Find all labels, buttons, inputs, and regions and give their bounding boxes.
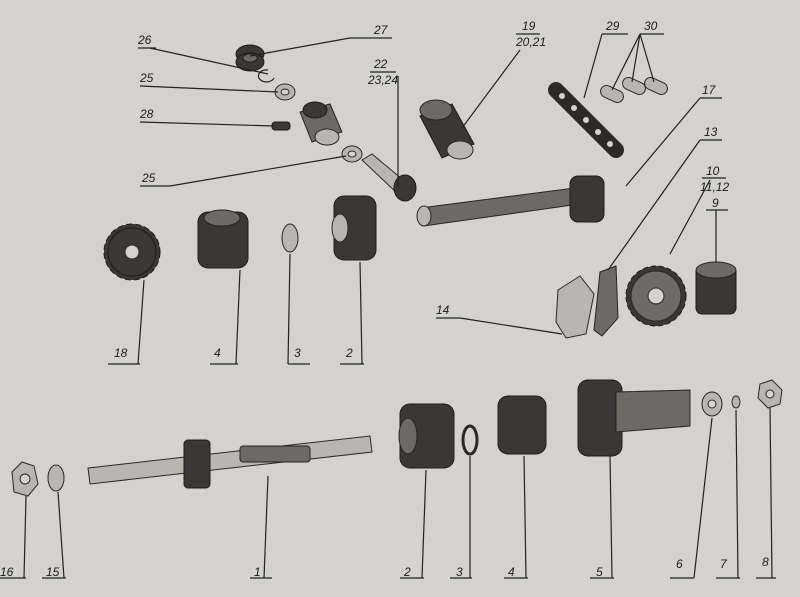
part-16-nut	[11, 461, 39, 497]
callout-16: 16	[0, 565, 14, 579]
part-10-sprocket	[625, 265, 687, 327]
part-1-mainshaft	[87, 435, 373, 489]
part-5-gear-shaft	[577, 379, 691, 457]
callout-10-sub: 11,12	[700, 180, 729, 194]
callout-4-upper: 4	[214, 346, 221, 360]
callout-13: 13	[704, 125, 718, 139]
callout-22-sub: 23,24	[367, 73, 398, 87]
callout-25-top: 25	[139, 71, 154, 85]
callout-4-lower: 4	[508, 565, 515, 579]
part-8-nut	[757, 379, 783, 409]
callout-19: 19	[522, 19, 536, 33]
part-2-gear-upper	[331, 195, 377, 261]
part-7-washer	[731, 395, 741, 409]
part-3-ring-lower	[461, 424, 479, 456]
callout-29: 29	[605, 19, 620, 33]
part-9-bush	[695, 261, 737, 315]
part-28-screw	[271, 121, 291, 131]
leader-lines	[0, 33, 776, 579]
part-sleeve	[299, 101, 343, 146]
callout-30: 30	[644, 19, 658, 33]
part-18-gear	[103, 223, 161, 281]
callout-6: 6	[676, 557, 683, 571]
callout-labels: 1 2 2 3 3 4 4 5 6 7 8 9 10 11,12 13 14 1…	[0, 19, 769, 579]
part-2-gear-lower	[398, 403, 455, 469]
callout-25-lower: 25	[141, 171, 156, 185]
part-3-ring-upper	[281, 223, 299, 253]
callout-28: 28	[139, 107, 154, 121]
part-6-nut	[701, 391, 723, 417]
callout-19-sub: 20,21	[515, 35, 546, 49]
callout-1: 1	[254, 565, 261, 579]
part-29-chain	[548, 82, 624, 158]
part-19-cam-sleeve	[419, 99, 475, 160]
callout-10: 10	[706, 164, 720, 178]
callout-15: 15	[46, 565, 60, 579]
callout-8: 8	[762, 555, 769, 569]
part-14-nut	[555, 275, 595, 339]
part-4-gear-upper	[197, 209, 249, 269]
callout-17: 17	[702, 83, 717, 97]
callout-22: 22	[373, 57, 388, 71]
callout-14: 14	[436, 303, 450, 317]
part-13-gasket	[593, 265, 619, 337]
part-27-spring	[235, 44, 265, 72]
callout-3-lower: 3	[456, 565, 463, 579]
part-25-washer-lower	[341, 145, 363, 163]
part-30-chain-links	[600, 76, 668, 104]
callout-5: 5	[596, 565, 603, 579]
part-4-gear-lower	[497, 395, 547, 455]
callout-2-lower: 2	[403, 565, 411, 579]
callout-9: 9	[712, 196, 719, 210]
part-15-washer	[47, 464, 65, 492]
callout-7: 7	[720, 557, 728, 571]
callout-2-upper: 2	[345, 346, 353, 360]
callout-18: 18	[114, 346, 128, 360]
part-26-circlip	[257, 69, 275, 83]
callout-3-upper: 3	[294, 346, 301, 360]
callout-26: 26	[137, 33, 152, 47]
part-25-washer-top	[274, 83, 296, 101]
part-22-pinion-shaft	[361, 153, 417, 202]
callout-27: 27	[373, 23, 389, 37]
part-17-layshaft	[416, 175, 605, 227]
